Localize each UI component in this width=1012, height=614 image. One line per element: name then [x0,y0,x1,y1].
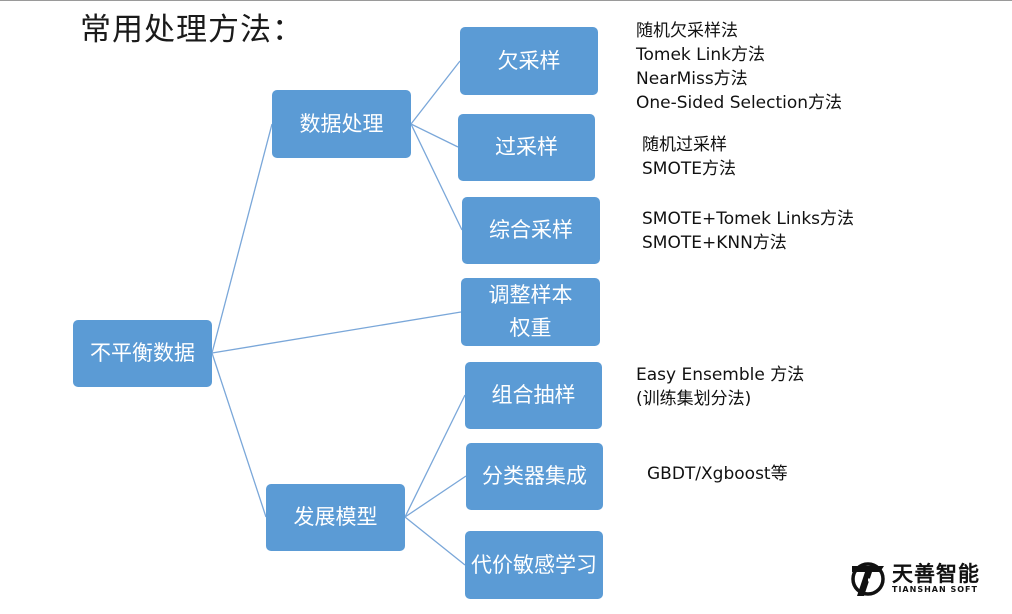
edge-dm-combined-subsample [404,394,466,518]
note-line: 随机欠采样法 [636,21,738,41]
node-ensemble: 分类器集成 [466,443,603,510]
logo-name-en: TIANSHAN SOFT [892,585,978,594]
note-line: Easy Ensemble 方法 [636,365,805,385]
edge-dm-cost-sensitive [404,516,466,566]
node-combined-sampling: 综合采样 [462,197,600,264]
notes-combined-sampling: SMOTE+Tomek Links方法 SMOTE+KNN方法 [642,207,854,255]
note-line: (训练集划分法) [636,389,752,409]
node-undersampling: 欠采样 [460,27,598,95]
edge-root-data-processing [211,123,273,354]
node-root: 不平衡数据 [73,320,212,387]
edge-root-adjust-weights [211,311,462,354]
edge-dp-combined-sampling [410,123,463,231]
edge-dm-ensemble [404,475,467,518]
page-title: 常用处理方法： [80,12,304,48]
note-line: 随机过采样 [642,135,727,155]
edge-dp-oversampling [410,123,459,148]
note-line: GBDT/Xgboost等 [647,464,788,484]
node-develop-models: 发展模型 [266,484,405,551]
logo-mark-icon [851,562,885,596]
edge-dp-undersampling [410,60,461,125]
note-line: NearMiss方法 [636,69,748,89]
node-adjust-weights: 调整样本权重 [461,278,600,346]
node-data-processing: 数据处理 [272,90,411,158]
logo-name-cn: 天善智能 [892,562,980,586]
notes-undersampling: 随机欠采样法 Tomek Link方法 NearMiss方法 One-Sided… [636,19,842,115]
note-line: SMOTE+KNN方法 [642,233,787,253]
edge-root-develop-models [211,352,267,518]
notes-combined-subsample: Easy Ensemble 方法 (训练集划分法) [636,363,804,411]
node-oversampling: 过采样 [458,114,595,181]
node-cost-sensitive: 代价敏感学习 [465,531,603,599]
note-line: SMOTE方法 [642,159,736,179]
top-rule [0,0,1012,1]
node-combined-subsample: 组合抽样 [465,362,602,429]
note-line: One-Sided Selection方法 [636,93,843,113]
note-line: Tomek Link方法 [636,45,765,65]
notes-oversampling: 随机过采样 SMOTE方法 [642,133,736,181]
note-line: SMOTE+Tomek Links方法 [642,209,855,229]
notes-ensemble: GBDT/Xgboost等 [647,462,788,486]
company-logo: 天善智能 TIANSHAN SOFT [848,560,980,598]
